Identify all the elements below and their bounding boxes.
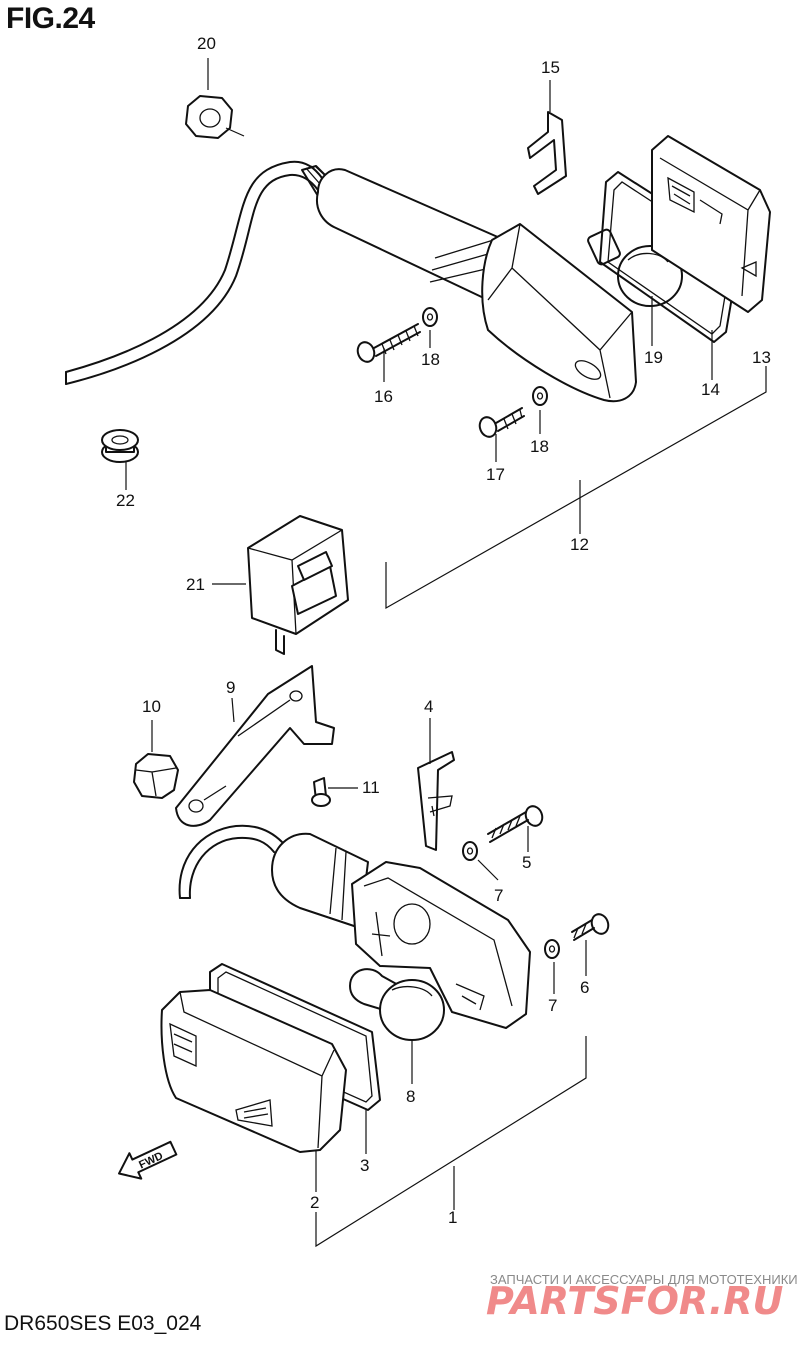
screw-16: [356, 323, 421, 363]
callout-3: 3: [360, 1156, 369, 1175]
callout-12: 12: [570, 535, 589, 554]
callout-19: 19: [644, 348, 663, 367]
lower-signal-stalk: [271, 832, 369, 929]
lower-lens-2: [160, 989, 347, 1153]
figure-caption: DR650SES E03_024: [4, 1312, 202, 1335]
figure-title: FIG.24: [6, 2, 95, 35]
screw-6: [571, 913, 610, 941]
leader-bracket-1: [315, 1036, 587, 1248]
washer-18-lower: [532, 386, 548, 406]
lower-clip-4: [417, 751, 455, 851]
callout-11: 11: [362, 778, 380, 797]
lower-signal-cable: [178, 824, 283, 899]
flange-nut-20: [185, 95, 245, 139]
flange-nut-10: [133, 753, 179, 799]
callout-21: 21: [186, 575, 205, 594]
grommet-22: [101, 429, 139, 463]
callout-22: 22: [116, 491, 135, 510]
fwd-label: FWD: [137, 1150, 165, 1171]
callout-1: 1: [448, 1208, 457, 1227]
washer-7-left: [462, 841, 478, 861]
forward-direction-arrow: FWD: [117, 1140, 178, 1180]
callout-15: 15: [541, 58, 560, 77]
callout-17: 17: [486, 465, 505, 484]
callout-20: 20: [197, 34, 216, 53]
screw-5: [487, 805, 544, 843]
watermark-tagline: ЗАПЧАСТИ И АКСЕССУАРЫ ДЛЯ МОТОТЕХНИКИ: [490, 1272, 798, 1287]
callout-5: 5: [522, 853, 531, 872]
lower-bulb-8: [349, 968, 445, 1041]
callout-4: 4: [424, 697, 433, 716]
upper-lens: [651, 135, 771, 313]
callout-6: 6: [580, 978, 589, 997]
upper-clip: [527, 111, 567, 195]
callout-2: 2: [310, 1193, 319, 1212]
upper-signal-cable: [65, 160, 323, 373]
callout-8: 8: [406, 1087, 415, 1106]
mounting-bracket-9: [175, 665, 335, 827]
callout-18-upper: 18: [421, 350, 440, 369]
callout-18-lower: 18: [530, 437, 549, 456]
screw-17: [478, 407, 525, 438]
leader-bracket-12: [385, 366, 767, 610]
lower-signal-housing: [351, 861, 531, 1029]
watermark-logo: PARTSFOR.RU: [486, 1279, 784, 1323]
callout-7-right: 7: [548, 996, 557, 1015]
callout-13: 13: [752, 348, 771, 367]
callout-16: 16: [374, 387, 393, 406]
callout-7-left: 7: [494, 886, 503, 905]
callout-10: 10: [142, 697, 161, 716]
washer-18-upper: [422, 307, 438, 327]
upper-bulb: [587, 228, 683, 307]
callout-9: 9: [226, 678, 235, 697]
callout-14: 14: [701, 380, 720, 399]
turn-signal-relay-21: [247, 515, 349, 655]
upper-signal-stalk: [316, 168, 501, 301]
washer-7-right: [544, 939, 560, 959]
bolt-11: [311, 777, 331, 807]
upper-lens-gasket: [599, 171, 741, 343]
